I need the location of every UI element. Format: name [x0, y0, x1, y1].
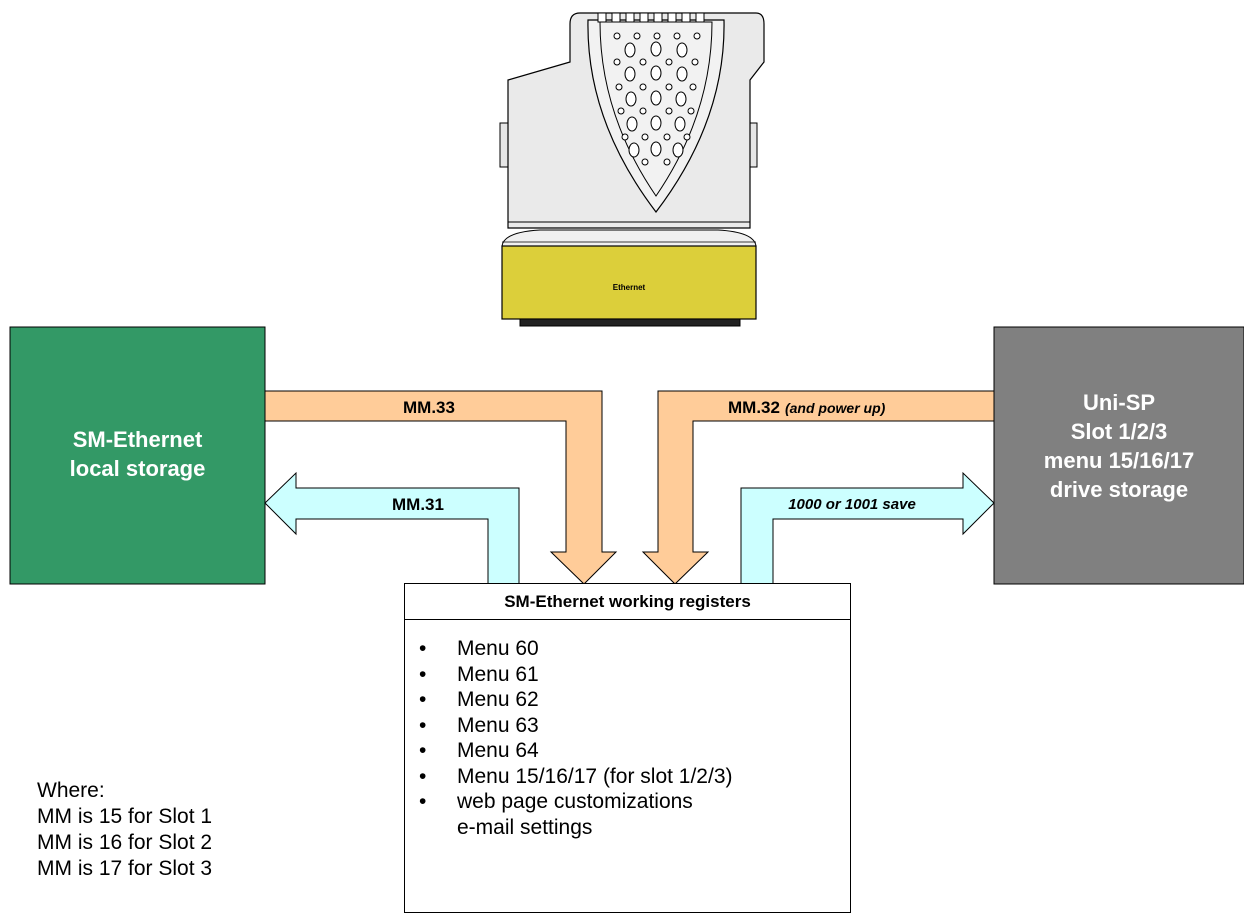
left-box-line2: local storage [69, 456, 206, 481]
right-box-line3: menu 15/16/17 [1043, 448, 1195, 473]
bullet-icon: • [419, 739, 427, 762]
register-item-text: Menu 60 [457, 637, 539, 660]
register-item: • web page customizations [405, 789, 733, 815]
slot-legend-line: MM is 16 for Slot 2 [37, 831, 213, 854]
module-yellow-base [501, 245, 757, 320]
arrow-mm32-label-note: (and power up) [785, 400, 886, 416]
right-box-line4: drive storage [1049, 477, 1189, 502]
bullet-icon: • [419, 790, 427, 813]
arrow-mm32-label: MM.32 (and power up) [728, 398, 886, 417]
slot-legend-line: MM is 15 for Slot 1 [37, 805, 213, 828]
register-item-text: Menu 64 [457, 739, 539, 762]
working-registers-box: SM-Ethernet working registers • Menu 60 •… [404, 583, 851, 913]
register-item: • Menu 61 [405, 662, 733, 688]
right-box-line2: Slot 1/2/3 [1070, 419, 1168, 444]
left-box-text: SM-Ethernet local storage [10, 425, 265, 483]
register-item-continuation: e-mail settings [405, 815, 733, 841]
arrow-mm31 [264, 471, 520, 585]
slot-legend: Where: MM is 15 for Slot 1 MM is 16 for … [37, 778, 212, 882]
sm-ethernet-local-storage-box [9, 326, 266, 585]
bullet-icon: • [419, 713, 427, 737]
right-box-text: Uni-SP Slot 1/2/3 menu 15/16/17 drive st… [994, 388, 1244, 504]
arrow-mm33 [264, 390, 618, 585]
arrow-mm33-label: MM.33 [403, 398, 455, 417]
left-box-line1: SM-Ethernet [72, 427, 203, 452]
arrow-save [740, 471, 995, 585]
bullet-icon: • [419, 688, 427, 711]
ethernet-module-image: Ethernet [499, 12, 765, 327]
register-item-text: Menu 62 [457, 688, 539, 711]
module-label: Ethernet [613, 283, 646, 292]
slot-legend-heading: Where: [37, 779, 105, 802]
working-registers-list: • Menu 60 • Menu 61 • Menu 62 • Menu 63 • Men… [405, 636, 733, 840]
register-item: • Menu 63 [405, 713, 733, 739]
register-item-text: Menu 63 [457, 713, 539, 737]
register-item-continuation-text: e-mail settings [457, 815, 593, 839]
right-box-line1: Uni-SP [1082, 390, 1156, 415]
register-item-text: web page customizations [457, 790, 693, 813]
slot-legend-line: MM is 17 for Slot 3 [37, 857, 213, 880]
register-item: • Menu 62 [405, 687, 733, 713]
arrow-mm32-label-main: MM.32 [728, 398, 780, 417]
module-connector [519, 318, 741, 327]
register-item: • Menu 60 [405, 636, 733, 662]
bullet-icon: • [419, 662, 427, 686]
bullet-icon: • [419, 637, 427, 660]
register-item: • Menu 15/16/17 (for slot 1/2/3) [405, 764, 733, 790]
arrow-mm31-label: MM.31 [392, 495, 444, 514]
bullet-icon: • [419, 764, 427, 788]
arrow-save-label: 1000 or 1001 save [788, 496, 916, 513]
working-registers-title: SM-Ethernet working registers [405, 584, 850, 620]
register-item: • Menu 64 [405, 738, 733, 764]
register-item-text: Menu 61 [457, 662, 539, 686]
arrow-mm32 [641, 390, 995, 585]
register-item-text: Menu 15/16/17 (for slot 1/2/3) [457, 764, 733, 788]
uni-sp-drive-storage-box [993, 326, 1244, 585]
